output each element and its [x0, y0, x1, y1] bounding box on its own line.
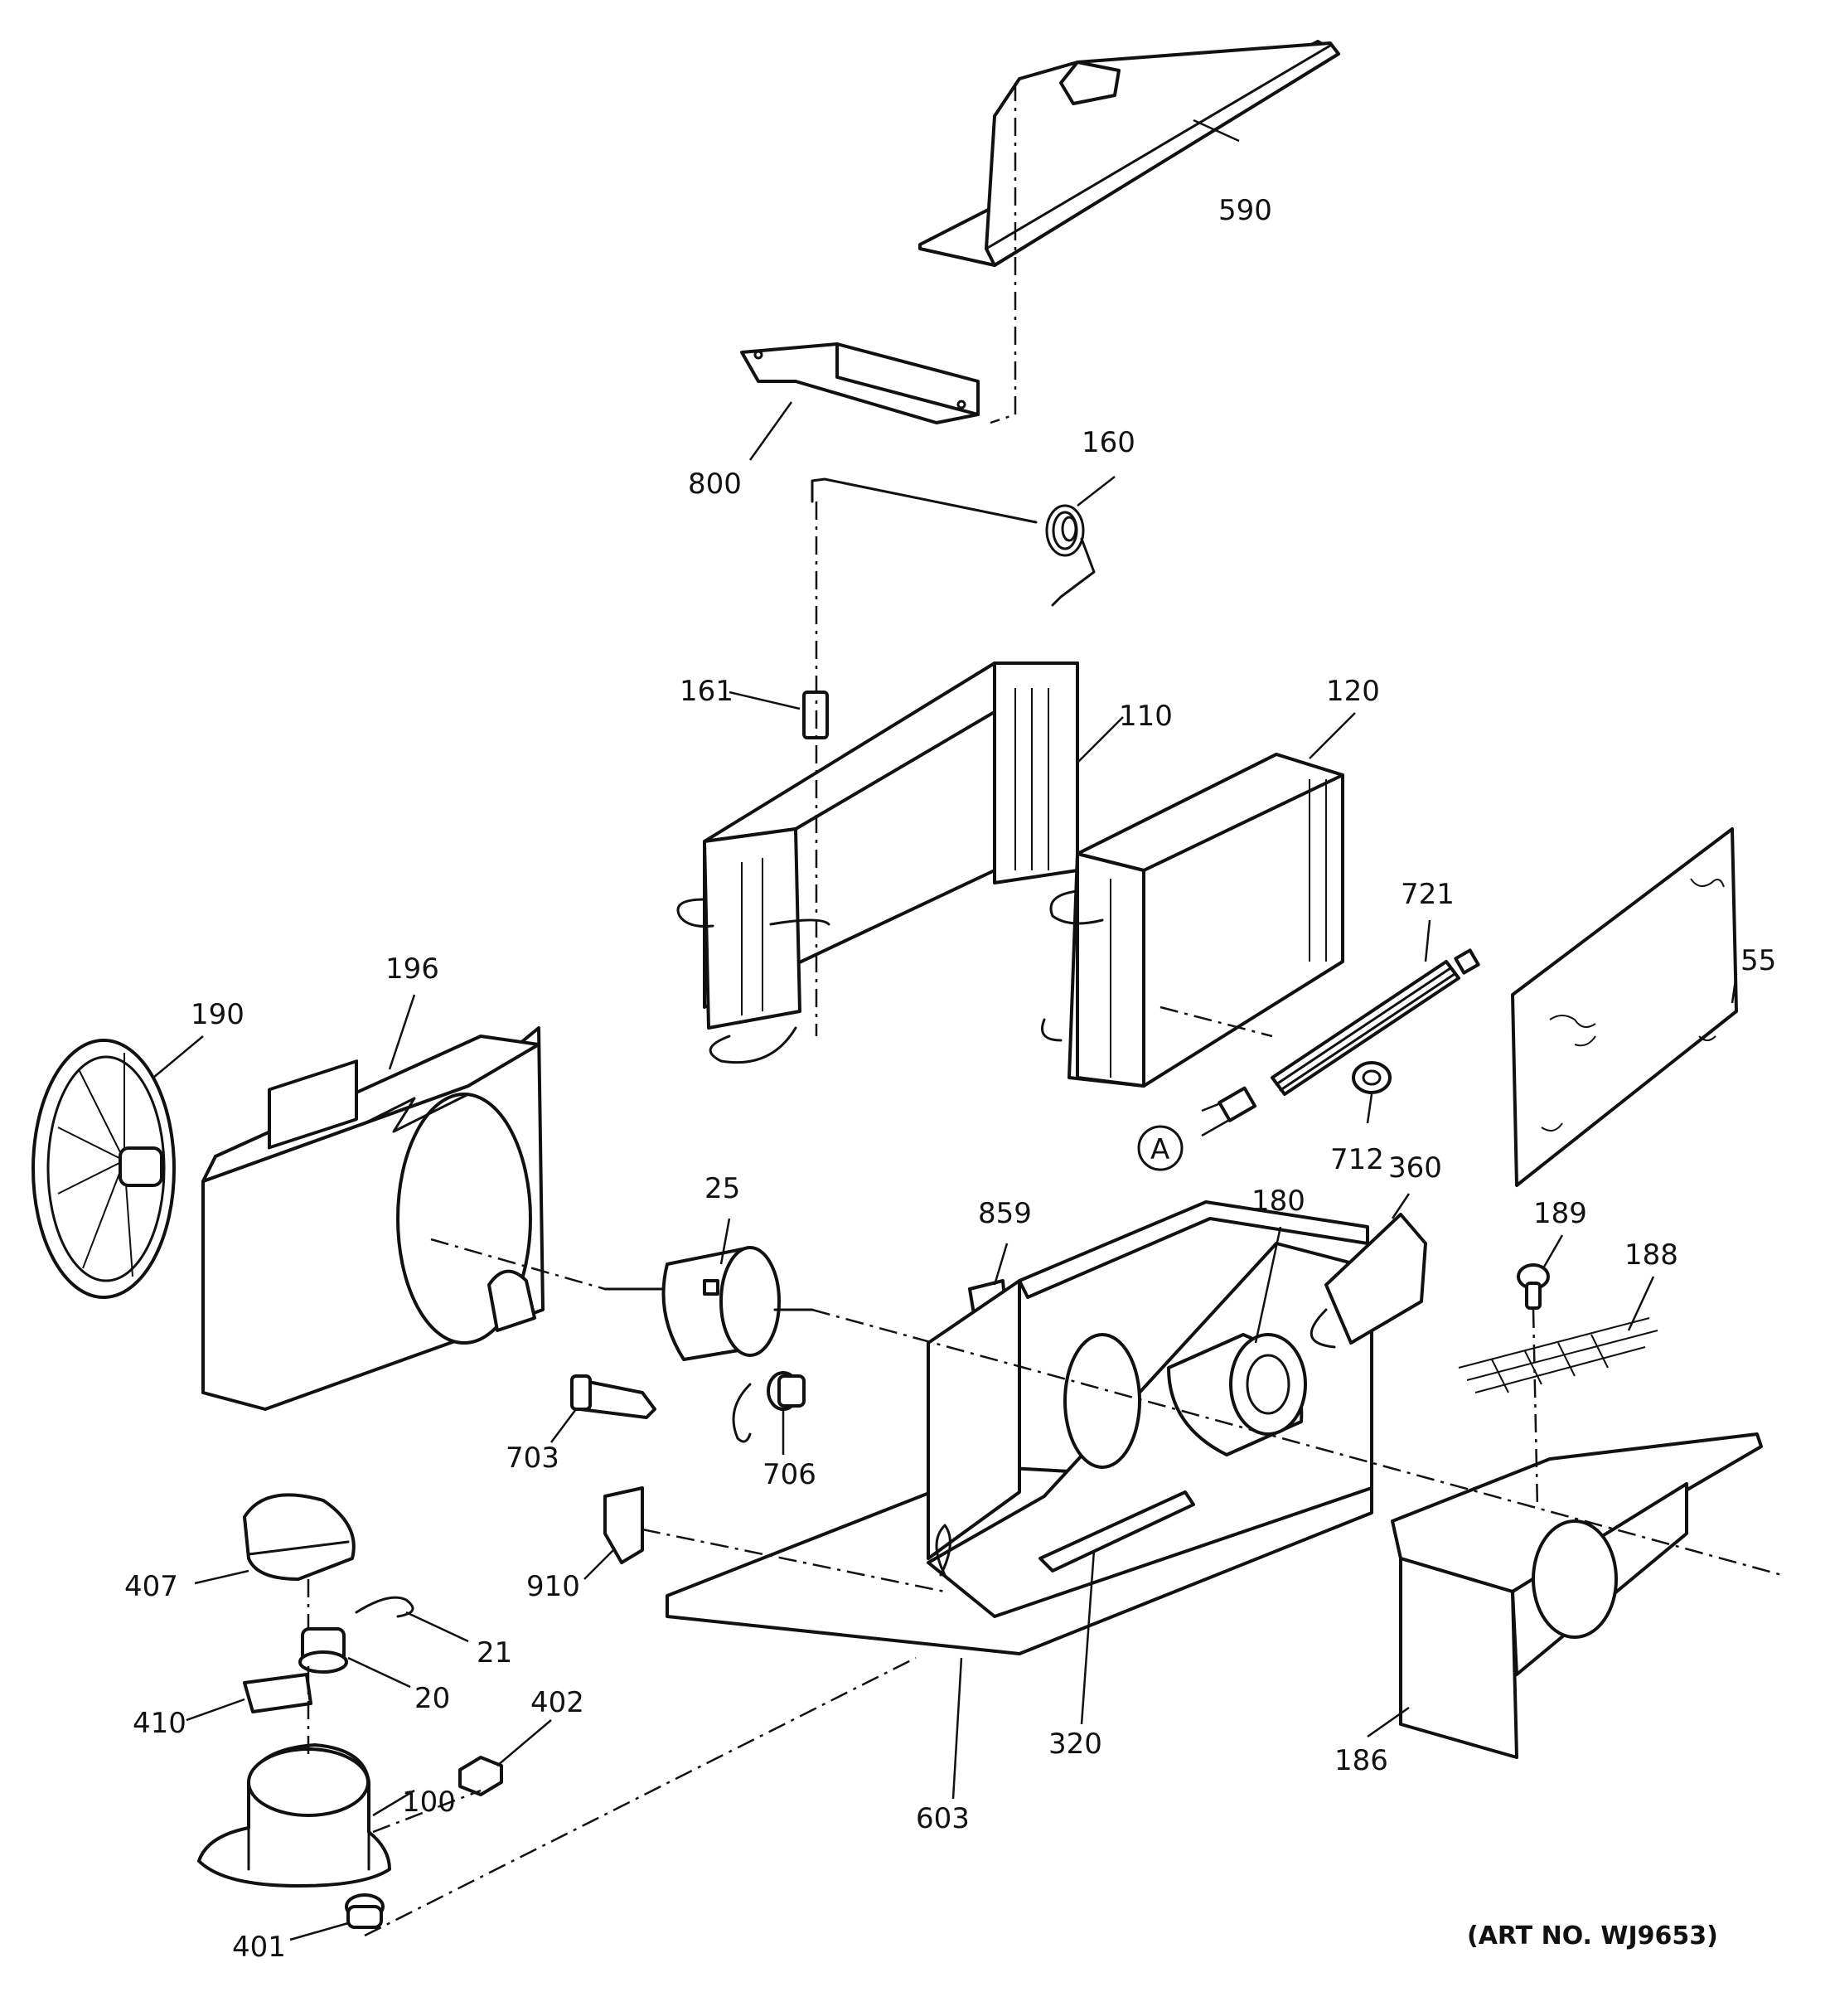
callout-910: 910	[526, 1570, 580, 1603]
part-190-fan-blade	[31, 1039, 176, 1299]
callout-25: 25	[704, 1172, 740, 1205]
callout-160: 160	[1082, 426, 1135, 459]
callout-161: 161	[680, 675, 733, 708]
art-number: (ART NO. WJ9653)	[1467, 1922, 1718, 1951]
part-55-filter	[1511, 827, 1738, 1187]
part-188-mesh	[1458, 1317, 1658, 1393]
callout-100: 100	[402, 1786, 456, 1819]
part-706-grommet	[732, 1371, 806, 1443]
part-401-mount	[345, 1893, 385, 1929]
part-110-condenser-coil	[676, 662, 1079, 1064]
callout-320: 320	[1048, 1728, 1102, 1761]
part-120-evaporator-coil	[1041, 753, 1344, 1088]
callout-189: 189	[1533, 1197, 1587, 1230]
part-189-screw	[1517, 1263, 1550, 1310]
callout-407: 407	[124, 1570, 178, 1603]
callout-401: 401	[232, 1931, 286, 1964]
callout-721: 721	[1401, 878, 1455, 911]
part-703-bolt	[570, 1374, 656, 1419]
callout-800: 800	[688, 468, 742, 501]
callout-706: 706	[762, 1458, 816, 1491]
reference-circle-a	[1137, 1125, 1184, 1171]
part-910-bracket	[603, 1486, 644, 1564]
part-407-terminal-cover	[243, 1493, 356, 1581]
callout-188: 188	[1624, 1238, 1678, 1272]
callout-120: 120	[1326, 675, 1380, 708]
part-410-clip	[243, 1673, 312, 1713]
part-21-wire-clip	[355, 1596, 414, 1618]
assembly-lines	[307, 83, 1783, 1937]
part-180-blower-wheel	[1167, 1333, 1307, 1456]
part-25-motor	[603, 1246, 814, 1361]
part-800-bracket	[740, 342, 980, 424]
part-712-clip	[1352, 1061, 1392, 1094]
callout-590: 590	[1218, 194, 1272, 227]
callout-410: 410	[133, 1707, 186, 1740]
callout-402: 402	[530, 1686, 584, 1719]
callout-703: 703	[506, 1442, 559, 1475]
part-360-bracket	[1310, 1213, 1427, 1349]
part-186-base	[1391, 1432, 1763, 1759]
callout-859: 859	[978, 1197, 1032, 1230]
callout-360: 360	[1388, 1151, 1442, 1185]
callout-603: 603	[916, 1802, 970, 1835]
callout-110: 110	[1119, 700, 1173, 733]
part-590-top-cover	[918, 40, 1340, 267]
callout-55: 55	[1740, 944, 1776, 977]
part-100-compressor	[197, 1743, 391, 1888]
callout-180: 180	[1251, 1185, 1305, 1218]
callout-a: A	[1150, 1133, 1169, 1166]
part-160-rod-spring	[811, 477, 1096, 607]
part-196-shroud	[201, 1026, 545, 1411]
callout-190: 190	[191, 998, 244, 1031]
part-402-nut	[458, 1756, 503, 1796]
callout-21: 21	[477, 1636, 512, 1670]
callout-20: 20	[414, 1682, 450, 1715]
part-20-overload	[298, 1627, 348, 1674]
callout-labels: 590 800 160 161 110 120 721 55 196 190 A…	[124, 194, 1776, 1964]
leader-lines	[152, 119, 1738, 1941]
callout-196: 196	[385, 952, 439, 986]
callout-712: 712	[1330, 1143, 1384, 1176]
part-721-heater	[1218, 948, 1480, 1122]
callout-186: 186	[1334, 1744, 1388, 1777]
